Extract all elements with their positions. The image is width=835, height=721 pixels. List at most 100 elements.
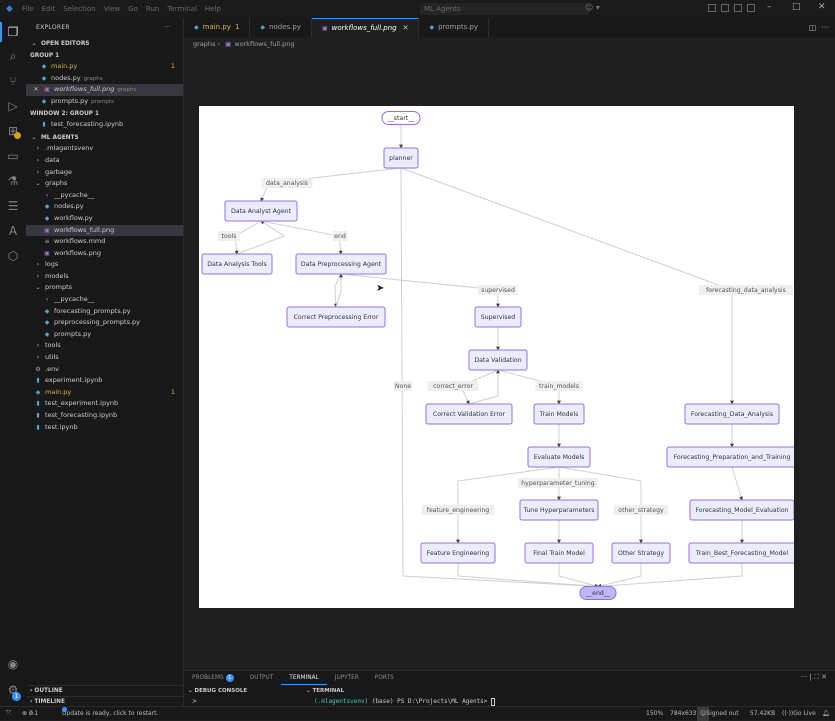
debug-console-prompt[interactable]: > — [192, 698, 198, 705]
tree-folder[interactable]: ›logs — [26, 259, 183, 271]
panel-tab-output[interactable]: OUTPUT — [249, 675, 274, 681]
menu-view[interactable]: View — [103, 5, 121, 13]
extensions-icon[interactable]: ⊞ — [7, 124, 19, 138]
node-box — [684, 403, 780, 425]
close-panel-icon[interactable]: ✕ — [821, 673, 827, 681]
chevron-right-icon: › — [36, 272, 40, 280]
command-center-search[interactable]: ML Agents — [420, 3, 590, 15]
outline-section[interactable]: › OUTLINE — [26, 685, 184, 696]
more-actions-icon[interactable]: ··· — [800, 673, 808, 681]
tree-file[interactable]: ▮test_forecasting.ipynb — [26, 410, 183, 422]
toggle-panel-icon[interactable] — [734, 4, 742, 12]
menu-help[interactable]: Help — [204, 5, 221, 13]
breadcrumb-folder[interactable]: graphs — [193, 40, 216, 48]
ml-agents-section[interactable]: ⌄ML AGENTS — [26, 132, 183, 144]
breadcrumb-separator: › — [217, 40, 223, 48]
more-actions-icon[interactable]: ··· — [164, 24, 171, 31]
menu-selection[interactable]: Selection — [63, 5, 96, 13]
problem-count: 1 — [170, 387, 175, 396]
terminal-header[interactable]: ⌄ TERMINAL — [306, 688, 345, 694]
terminal-line[interactable]: (.mlagentsvenv) (base) PS D:\Projects\ML… — [314, 697, 496, 707]
tree-folder[interactable]: ⌄graphs — [26, 178, 183, 190]
panel-tab-ports[interactable]: PORTS — [374, 675, 394, 681]
remote-explorer-icon[interactable]: ▭ — [7, 149, 19, 163]
tree-file[interactable]: ◆nodes.py — [26, 201, 183, 213]
close-editor-icon[interactable]: ✕ — [33, 86, 39, 94]
tree-file[interactable]: ◆workflow.py — [26, 213, 183, 225]
tree-folder[interactable]: ›__pycache__ — [26, 294, 183, 306]
debug-console-header[interactable]: ⌄ DEBUG CONSOLE — [188, 688, 248, 694]
tree-file[interactable]: ▮experiment.ipynb — [26, 375, 183, 387]
minimize-icon[interactable]: – — [767, 2, 772, 12]
panel-tab-terminal[interactable]: TERMINAL — [281, 671, 327, 685]
tab-workflows-full-png[interactable]: ▣workflows_full.png✕ — [311, 18, 420, 37]
image-zoom-level[interactable]: 150% — [646, 710, 664, 717]
problems-status[interactable]: ⊗ 0 ⚠ 1 — [22, 710, 39, 717]
close-window-icon[interactable]: ✕ — [818, 2, 826, 12]
menu-edit[interactable]: Edit — [41, 5, 56, 13]
settings-gear-icon[interactable]: ⚙ — [7, 683, 19, 697]
tree-file[interactable]: ◆forecasting_prompts.py — [26, 306, 183, 318]
menu-go[interactable]: Go — [128, 5, 138, 13]
source-control-icon[interactable]: ⑂ — [9, 74, 17, 88]
split-editor-icon[interactable]: ◫ — [808, 23, 817, 32]
tree-folder[interactable]: ›.mlagentsvenv — [26, 143, 183, 155]
database-icon[interactable]: ☰ — [7, 199, 19, 213]
toggle-primary-sidebar-icon[interactable] — [721, 4, 729, 12]
testing-icon[interactable]: ⚗ — [7, 174, 19, 188]
accounts-icon[interactable]: ◉ — [7, 657, 19, 671]
search-icon[interactable]: ⌕ — [9, 49, 17, 63]
tree-file[interactable]: ◆prompts.py — [26, 329, 183, 341]
breadcrumb-file[interactable]: workflows_full.png — [234, 40, 295, 48]
open-editor-item[interactable]: ▮test_forecasting.ipynb — [26, 119, 183, 131]
toggle-secondary-sidebar-icon[interactable] — [747, 4, 755, 12]
explorer-icon[interactable]: ❐ — [7, 25, 19, 39]
tree-folder[interactable]: ›models — [26, 271, 183, 283]
tree-folder[interactable]: ›data — [26, 155, 183, 167]
more-actions-icon[interactable]: ··· — [821, 23, 829, 32]
tree-file[interactable]: ⚙.env — [26, 364, 183, 376]
open-editors-section[interactable]: ⌄OPEN EDITORS — [26, 38, 183, 50]
tree-folder[interactable]: ›__pycache__ — [26, 190, 183, 202]
maximize-icon[interactable]: □ — [792, 2, 801, 12]
tree-file[interactable]: ◆preprocessing_prompts.py — [26, 317, 183, 329]
tab-prompts-py[interactable]: ◆prompts.py — [419, 18, 490, 37]
notifications-bell-icon[interactable]: 🔔︎ — [822, 710, 830, 717]
panel-tab-jupyter[interactable]: JUPYTER — [334, 675, 359, 681]
maximize-panel-icon[interactable]: ⛶ — [813, 673, 819, 681]
tab-nodes-py[interactable]: ◆nodes.py — [250, 18, 312, 37]
tree-folder[interactable]: ⌄prompts — [26, 282, 183, 294]
menu-run[interactable]: Run — [145, 5, 160, 13]
menu-file[interactable]: File — [22, 5, 34, 13]
node-data-preprocessing: Data Preprocessing Agent — [295, 253, 387, 275]
go-live-button[interactable]: ((·)) Go Live — [782, 710, 816, 717]
python-file-icon: ◆ — [35, 388, 41, 396]
edge-label-none: None — [395, 383, 411, 390]
tree-file[interactable]: ≡workflows.mmd — [26, 236, 183, 248]
close-tab-icon[interactable]: ✕ — [402, 24, 409, 32]
tree-file[interactable]: ▮test_experiment.ipynb — [26, 398, 183, 410]
timeline-section[interactable]: › TIMELINE — [26, 696, 184, 707]
tree-folder[interactable]: ›garbage — [26, 167, 183, 179]
tree-file[interactable]: ▣workflows.png — [26, 248, 183, 260]
tree-folder[interactable]: ›utils — [26, 352, 183, 364]
toggle-sidebar-icon[interactable] — [708, 4, 716, 12]
remote-indicator-icon[interactable]: ⤧ — [6, 710, 11, 717]
azure-icon[interactable]: A — [8, 224, 18, 238]
tree-file[interactable]: ▮test.ipynb — [26, 422, 183, 434]
menu-terminal[interactable]: Terminal — [167, 5, 197, 13]
tree-folder[interactable]: ›tools — [26, 340, 183, 352]
edge-data_analyst-to-data_preprocessing — [260, 220, 343, 255]
containers-icon[interactable]: ⬡ — [7, 249, 19, 263]
copilot-icon[interactable]: ☺ ▾ — [585, 3, 600, 12]
tree-file[interactable]: ▣workflows_full.png — [26, 224, 183, 237]
copilot-status[interactable]: ☺ Signed out — [697, 707, 739, 721]
run-debug-icon[interactable]: ▷ — [8, 99, 18, 113]
